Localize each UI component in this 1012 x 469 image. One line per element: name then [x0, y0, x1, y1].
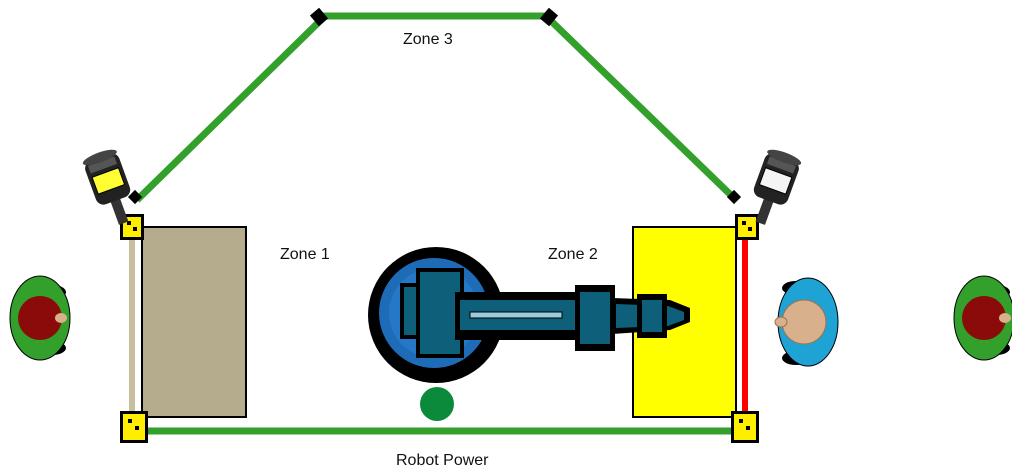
post-bottom-right	[731, 411, 759, 443]
robot-power-label: Robot Power	[396, 452, 489, 469]
zone1-label: Zone 1	[280, 246, 330, 263]
zone3-boundary	[127, 7, 742, 205]
post-top-right	[735, 214, 759, 240]
zone2-label: Zone 2	[548, 246, 598, 263]
person-middle-icon	[774, 277, 839, 367]
post-top-left	[120, 214, 144, 240]
industrial-robot-icon	[368, 247, 690, 383]
robot-power-indicator	[420, 387, 454, 421]
person-left-icon	[9, 275, 71, 361]
person-right-icon	[953, 275, 1012, 361]
safety-scanner-left-icon	[82, 149, 131, 225]
zone1-area	[129, 226, 247, 418]
safety-scanner-right-icon	[753, 149, 802, 225]
zone3-label: Zone 3	[403, 31, 453, 48]
post-bottom-left	[120, 411, 148, 443]
